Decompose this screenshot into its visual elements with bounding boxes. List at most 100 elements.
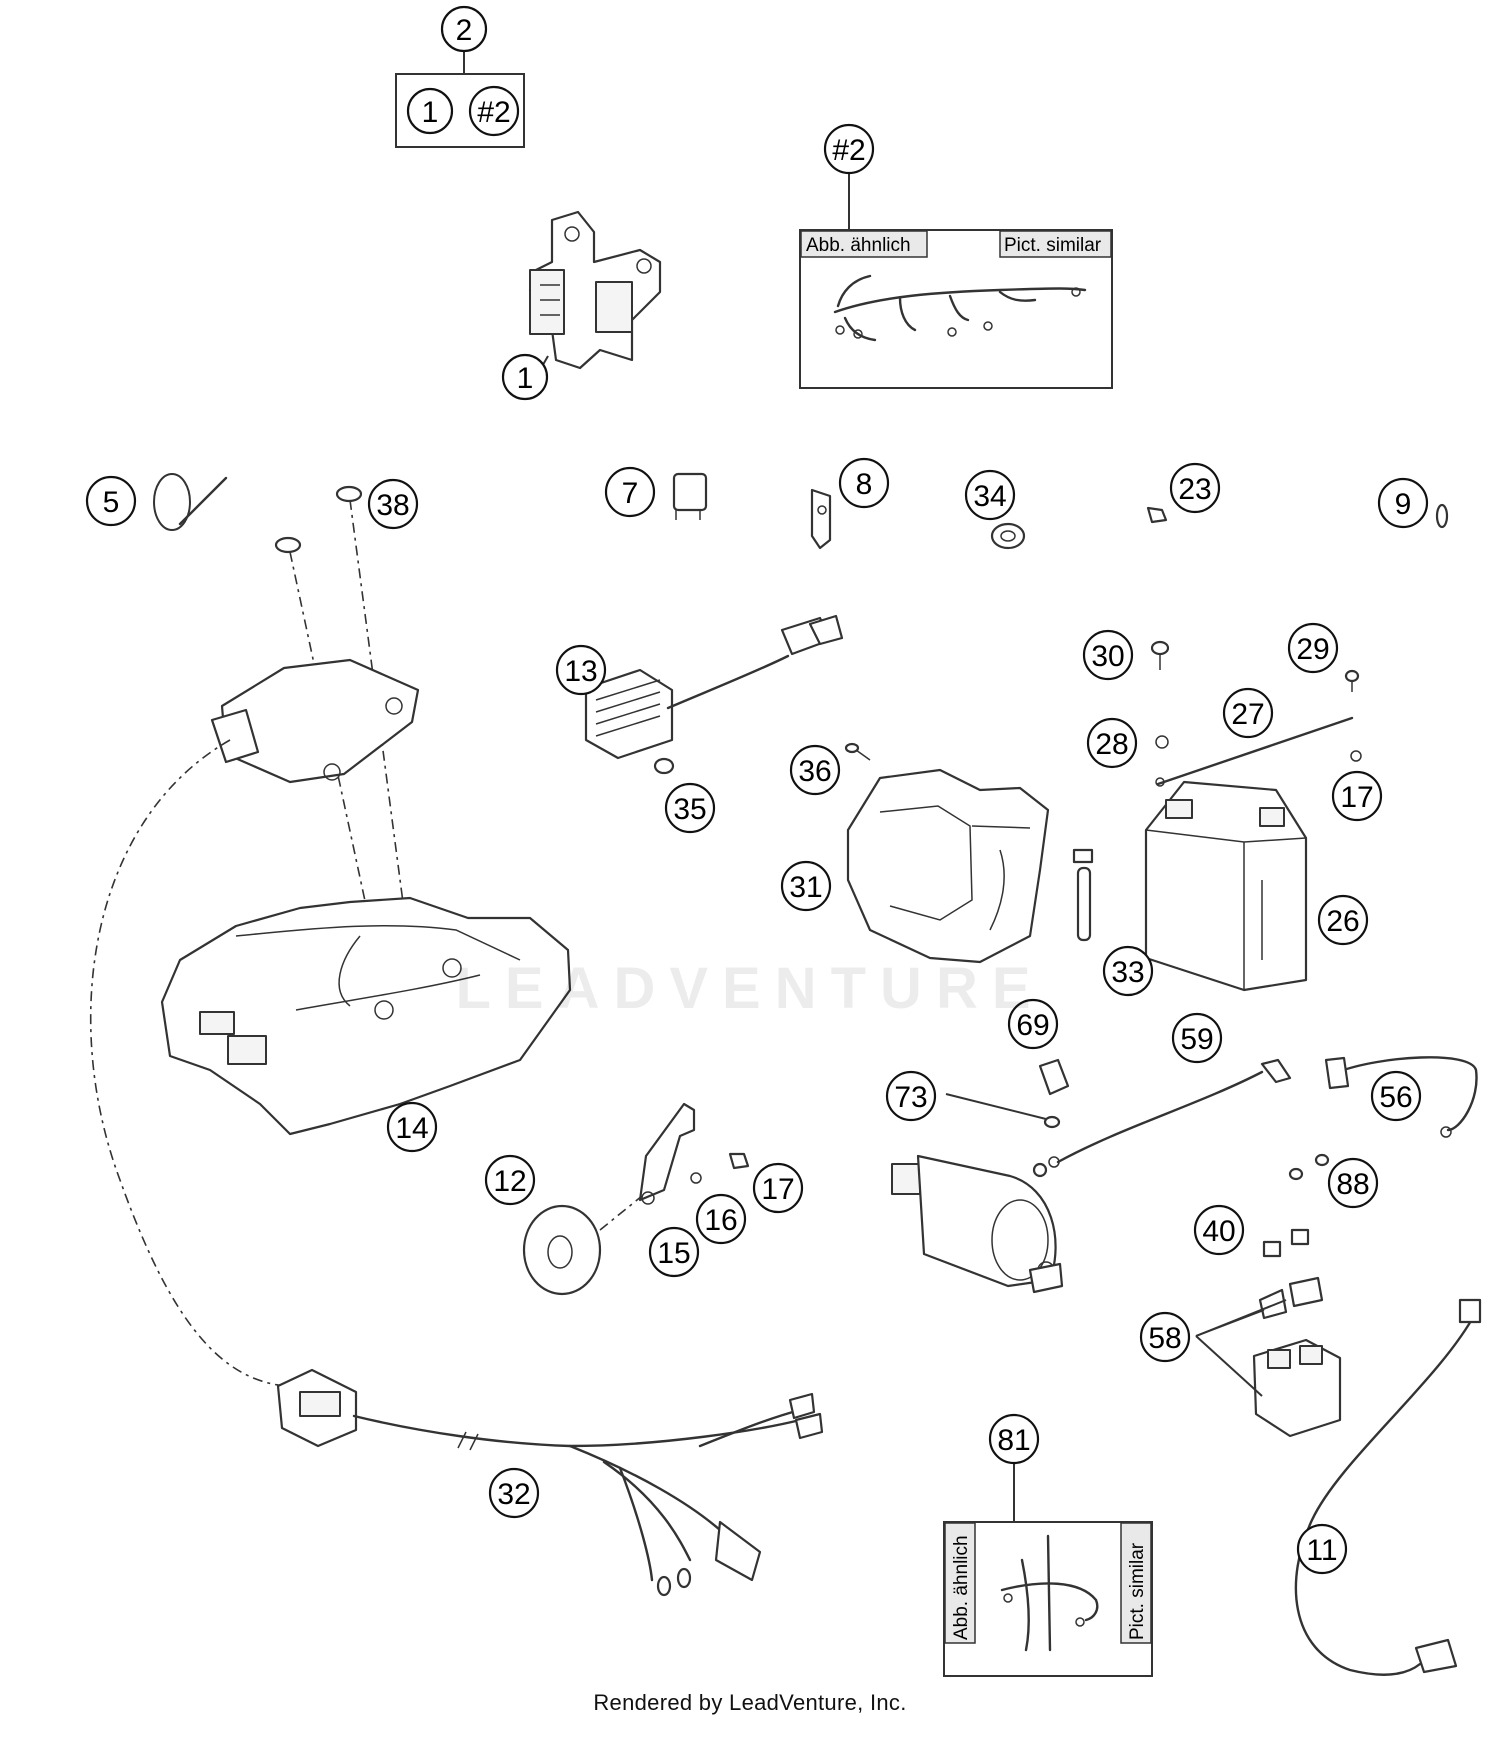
callout-30: 30	[1082, 629, 1134, 681]
svg-text:33: 33	[1111, 956, 1144, 989]
callout-8: 8	[838, 457, 890, 509]
part-9-bulb	[1435, 503, 1449, 529]
callout-17-battery: 17	[1331, 770, 1383, 822]
callout-73: 73	[885, 1070, 937, 1122]
render-credit: Rendered by LeadVenture, Inc.	[593, 1690, 907, 1715]
callout-2: 2	[440, 5, 488, 53]
part-34-clamp	[990, 522, 1026, 550]
callout-58: 58	[1139, 1311, 1191, 1363]
svg-text:17: 17	[1340, 781, 1373, 814]
callout-kit-2: #2	[468, 85, 520, 137]
svg-text:73: 73	[894, 1081, 927, 1114]
part-40-fuses	[1262, 1228, 1310, 1258]
harness-label-left: Abb. ähnlich	[806, 235, 911, 256]
part-59-starter-cable	[1048, 1058, 1292, 1168]
svg-text:11: 11	[1306, 1534, 1337, 1567]
svg-text:38: 38	[376, 489, 409, 522]
svg-text:1: 1	[422, 96, 439, 129]
svg-text:17: 17	[761, 1173, 794, 1206]
svg-text:#2: #2	[477, 96, 510, 129]
callout-14: 14	[386, 1101, 438, 1153]
svg-text:59: 59	[1180, 1023, 1213, 1056]
svg-text:1: 1	[517, 362, 534, 395]
svg-text:14: 14	[395, 1112, 428, 1145]
callout-59: 59	[1171, 1012, 1223, 1064]
cable-label-right: Pict. similar	[1127, 1542, 1148, 1640]
part-1-ignition-coil	[528, 210, 662, 371]
part-27-battery-cable	[1155, 716, 1354, 787]
callout-12: 12	[484, 1154, 536, 1206]
harness-label-right: Pict. similar	[1004, 235, 1102, 256]
callout-13: 13	[555, 644, 607, 696]
cable-box	[943, 1458, 1153, 1677]
svg-text:56: 56	[1379, 1081, 1412, 1114]
svg-text:35: 35	[673, 793, 706, 826]
svg-text:23: 23	[1178, 473, 1211, 506]
callout-36: 36	[789, 744, 841, 796]
callout-32: 32	[488, 1467, 540, 1519]
part-23-grommet	[1146, 506, 1168, 524]
callout-kit-1: 1	[406, 87, 454, 135]
svg-text:7: 7	[622, 477, 639, 510]
callout-33: 33	[1102, 945, 1154, 997]
callout-56: 56	[1370, 1070, 1422, 1122]
svg-text:88: 88	[1336, 1168, 1369, 1201]
svg-text:15: 15	[657, 1237, 690, 1270]
callouts: 2 1 #2 #2 1 5 38 7 8 34 23 9 13 30 29 36…	[85, 5, 1429, 1575]
svg-text:31: 31	[789, 871, 822, 904]
svg-text:58: 58	[1148, 1322, 1181, 1355]
part-56-ground-cable	[1324, 1056, 1478, 1138]
part-12-horn	[522, 1195, 643, 1296]
svg-text:81: 81	[997, 1424, 1030, 1457]
callout-34: 34	[964, 469, 1016, 521]
part-31-battery-holder	[846, 768, 1050, 964]
callout-28: 28	[1086, 717, 1138, 769]
part-32-harness	[276, 1368, 824, 1597]
part-7-relay	[672, 472, 708, 520]
callout-31: 31	[780, 860, 832, 912]
part-73-nut	[945, 1093, 1061, 1129]
part-26-battery	[1144, 780, 1308, 992]
svg-text:2: 2	[456, 14, 473, 47]
callout-9: 9	[1377, 477, 1429, 529]
svg-text:34: 34	[973, 480, 1006, 513]
callout-69: 69	[1007, 998, 1059, 1050]
part-69-boot	[1038, 1058, 1070, 1096]
svg-text:13: 13	[564, 655, 597, 688]
callout-40: 40	[1193, 1204, 1245, 1256]
svg-text:36: 36	[798, 755, 831, 788]
callout-23: 23	[1169, 462, 1221, 514]
svg-text:5: 5	[103, 486, 120, 519]
svg-text:27: 27	[1231, 698, 1264, 731]
svg-text:28: 28	[1095, 728, 1128, 761]
parts-horn-bracket	[638, 1102, 750, 1205]
svg-text:8: 8	[856, 468, 873, 501]
callout-88: 88	[1327, 1157, 1379, 1209]
harness-box	[799, 172, 1113, 389]
callout-7: 7	[604, 466, 656, 518]
part-88-screws	[1288, 1153, 1330, 1181]
svg-text:9: 9	[1395, 488, 1412, 521]
svg-text:16: 16	[704, 1204, 737, 1237]
part-8-bracket	[810, 488, 832, 550]
callout-38: 38	[367, 478, 419, 530]
callout-29: 29	[1287, 622, 1339, 674]
parts-battery-hardware	[1150, 640, 1362, 762]
svg-text:#2: #2	[832, 134, 865, 167]
cable-label-left: Abb. ähnlich	[951, 1535, 972, 1640]
callout-15: 15	[648, 1226, 700, 1278]
part-5-cable-tie	[153, 473, 228, 531]
svg-text:26: 26	[1326, 905, 1359, 938]
callout-26: 26	[1317, 894, 1369, 946]
part-13-regulator	[584, 614, 844, 760]
svg-text:32: 32	[497, 1478, 530, 1511]
ecu-harness-route	[89, 739, 287, 1387]
svg-text:29: 29	[1296, 633, 1329, 666]
callout-17-horn: 17	[752, 1162, 804, 1214]
callout-16: 16	[695, 1193, 747, 1245]
part-58-starter-relay	[1195, 1276, 1342, 1438]
part-starter-motor	[891, 1154, 1064, 1294]
part-38-screws	[274, 485, 405, 981]
svg-text:30: 30	[1091, 640, 1124, 673]
